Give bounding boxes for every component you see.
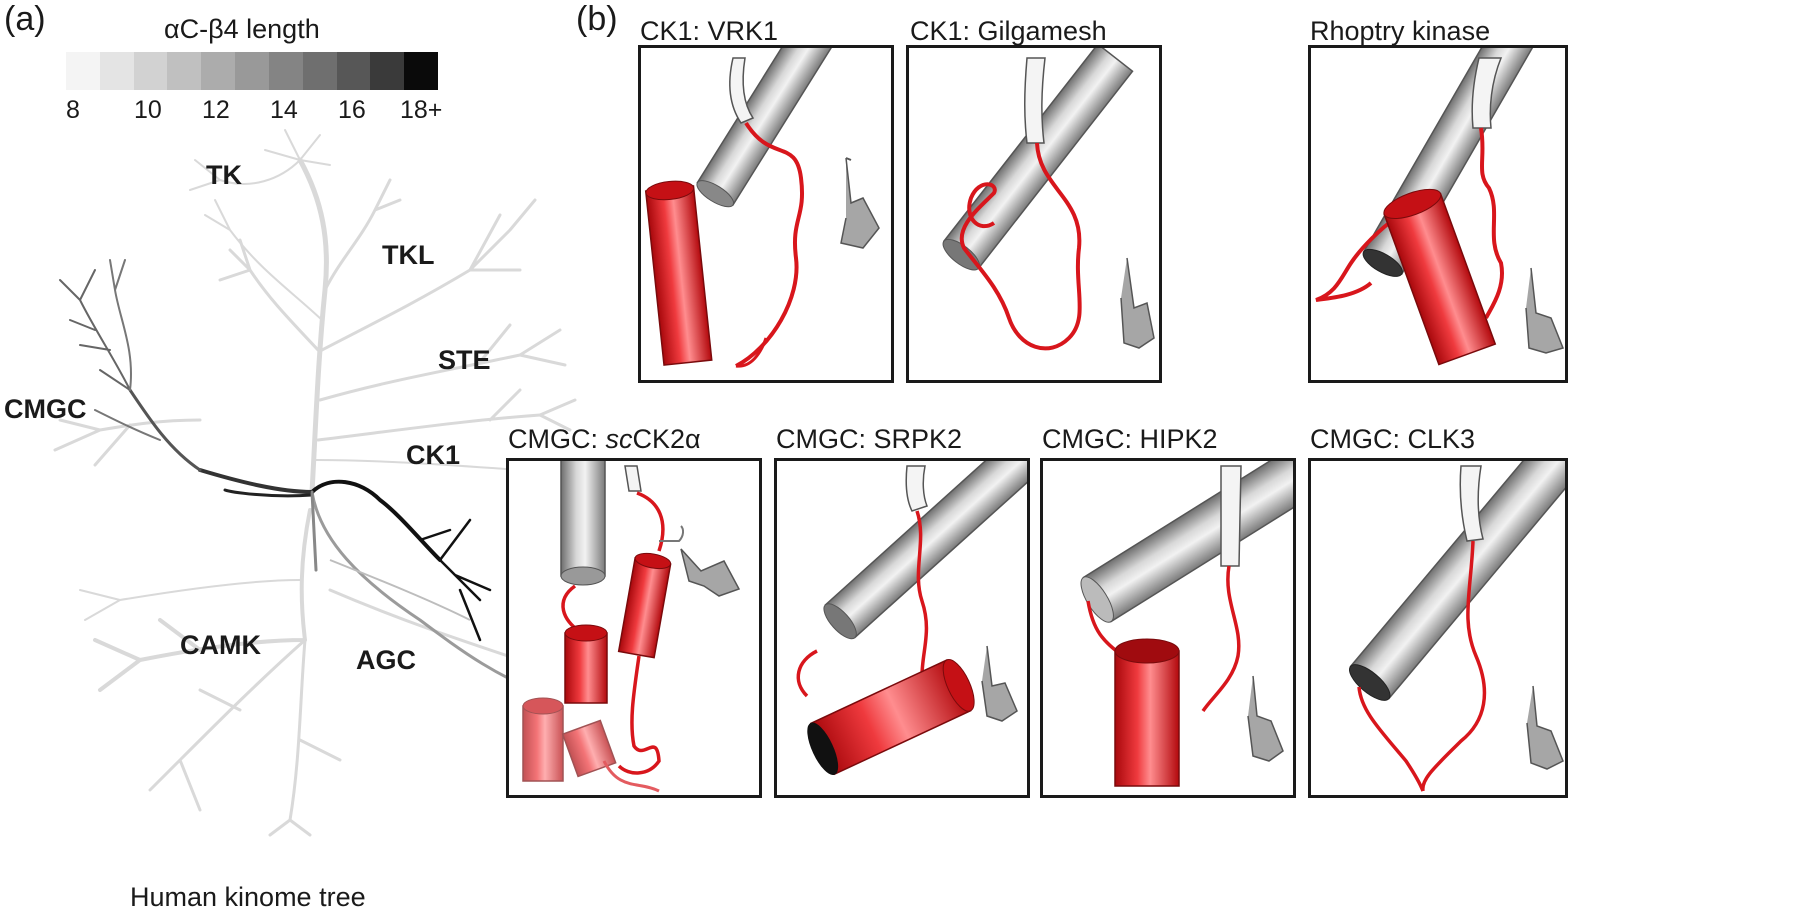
structure-panel-gilgamesh: [906, 45, 1162, 383]
colorbar-swatch: [167, 52, 202, 90]
colorbar-swatch: [268, 52, 303, 90]
structure-title: CMGC: CLK3: [1310, 424, 1476, 454]
structure-panel-clk3: [1308, 458, 1568, 798]
colorbar-tick: 16: [338, 96, 366, 124]
family-ck1: CK1: [406, 440, 461, 470]
panel-b-label: (b): [576, 0, 618, 38]
structure-title: CMGC: SRPK2: [776, 424, 963, 454]
tree-caption: Human kinome tree: [130, 882, 366, 912]
structure-panel-scck2a: [506, 458, 762, 798]
structure-panel-hipk2: [1040, 458, 1296, 798]
structure-title: CK1: Gilgamesh: [910, 16, 1107, 46]
family-cmgc: CMGC: [4, 394, 87, 424]
colorbar-swatch: [66, 52, 100, 90]
structure-panel-vrk1: [638, 45, 894, 383]
colorbar-swatch: [302, 52, 337, 90]
colorbar-swatch: [235, 52, 269, 90]
colorbar-tick: 8: [66, 96, 80, 124]
family-ste: STE: [438, 345, 491, 375]
colorbar-swatch: [370, 52, 405, 90]
colorbar-title: αC-β4 length: [164, 14, 320, 44]
colorbar-swatch: [133, 52, 168, 90]
colorbar-ticks: 8 10 12 14 16 18+: [60, 96, 460, 126]
colorbar-swatch: [99, 52, 134, 90]
family-camk: CAMK: [180, 630, 261, 660]
kinome-tree: [53, 129, 577, 837]
structure-title: CMGC: scCK2α: [508, 424, 701, 454]
colorbar-tick: 10: [134, 96, 162, 124]
family-tkl: TKL: [382, 240, 435, 270]
family-agc: AGC: [356, 645, 416, 675]
panel-a-label: (a): [4, 0, 46, 38]
colorbar-swatch: [201, 52, 236, 90]
structure-title: Rhoptry kinase: [1310, 16, 1491, 46]
structure-panel-rhoptry: [1308, 45, 1568, 383]
colorbar-tick: 14: [270, 96, 298, 124]
colorbar: [66, 52, 438, 90]
structure-title: CMGC: HIPK2: [1042, 424, 1218, 454]
colorbar-tick: 18+: [400, 96, 443, 124]
colorbar-swatch: [336, 52, 371, 90]
colorbar-swatch: [404, 52, 438, 90]
structure-title: CK1: VRK1: [640, 16, 779, 46]
colorbar-tick: 12: [202, 96, 230, 124]
structure-panel-srpk2: [774, 458, 1030, 798]
family-tk: TK: [206, 160, 242, 190]
